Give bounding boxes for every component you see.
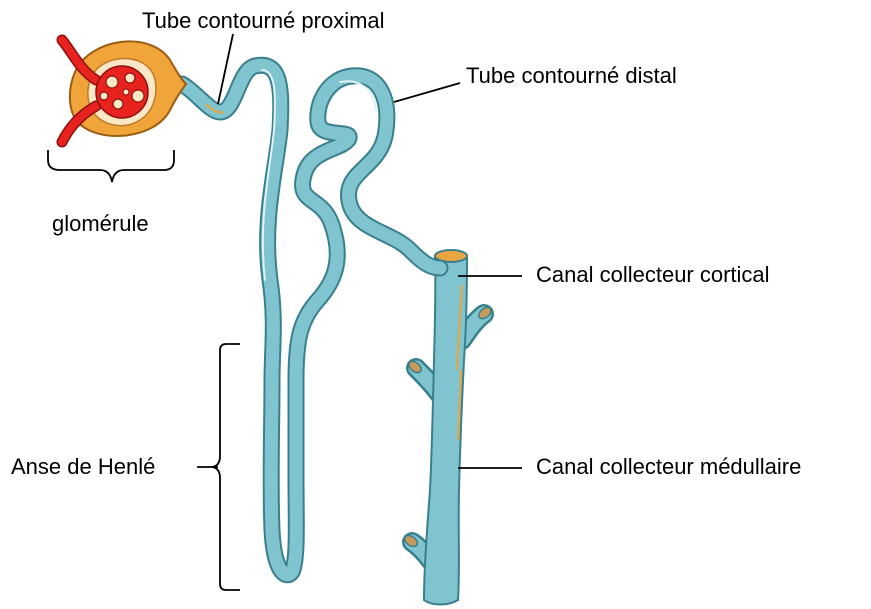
label-distal-tubule: Tube contourné distal — [466, 65, 677, 87]
label-cortical-collecting-duct: Canal collecteur cortical — [536, 264, 770, 286]
leader-distal-tubule — [394, 83, 460, 102]
label-glomerulus: glomérule — [52, 213, 149, 235]
brace-glomerulus — [48, 150, 174, 182]
label-loop-of-henle: Anse de Henlé — [11, 456, 155, 478]
capillary-tuft — [96, 66, 148, 118]
collecting-duct — [403, 250, 494, 605]
label-medullary-collecting-duct: Canal collecteur médullaire — [536, 456, 801, 478]
label-proximal-tubule: Tube contourné proximal — [142, 10, 385, 32]
glomerulus-graphic — [62, 40, 186, 142]
